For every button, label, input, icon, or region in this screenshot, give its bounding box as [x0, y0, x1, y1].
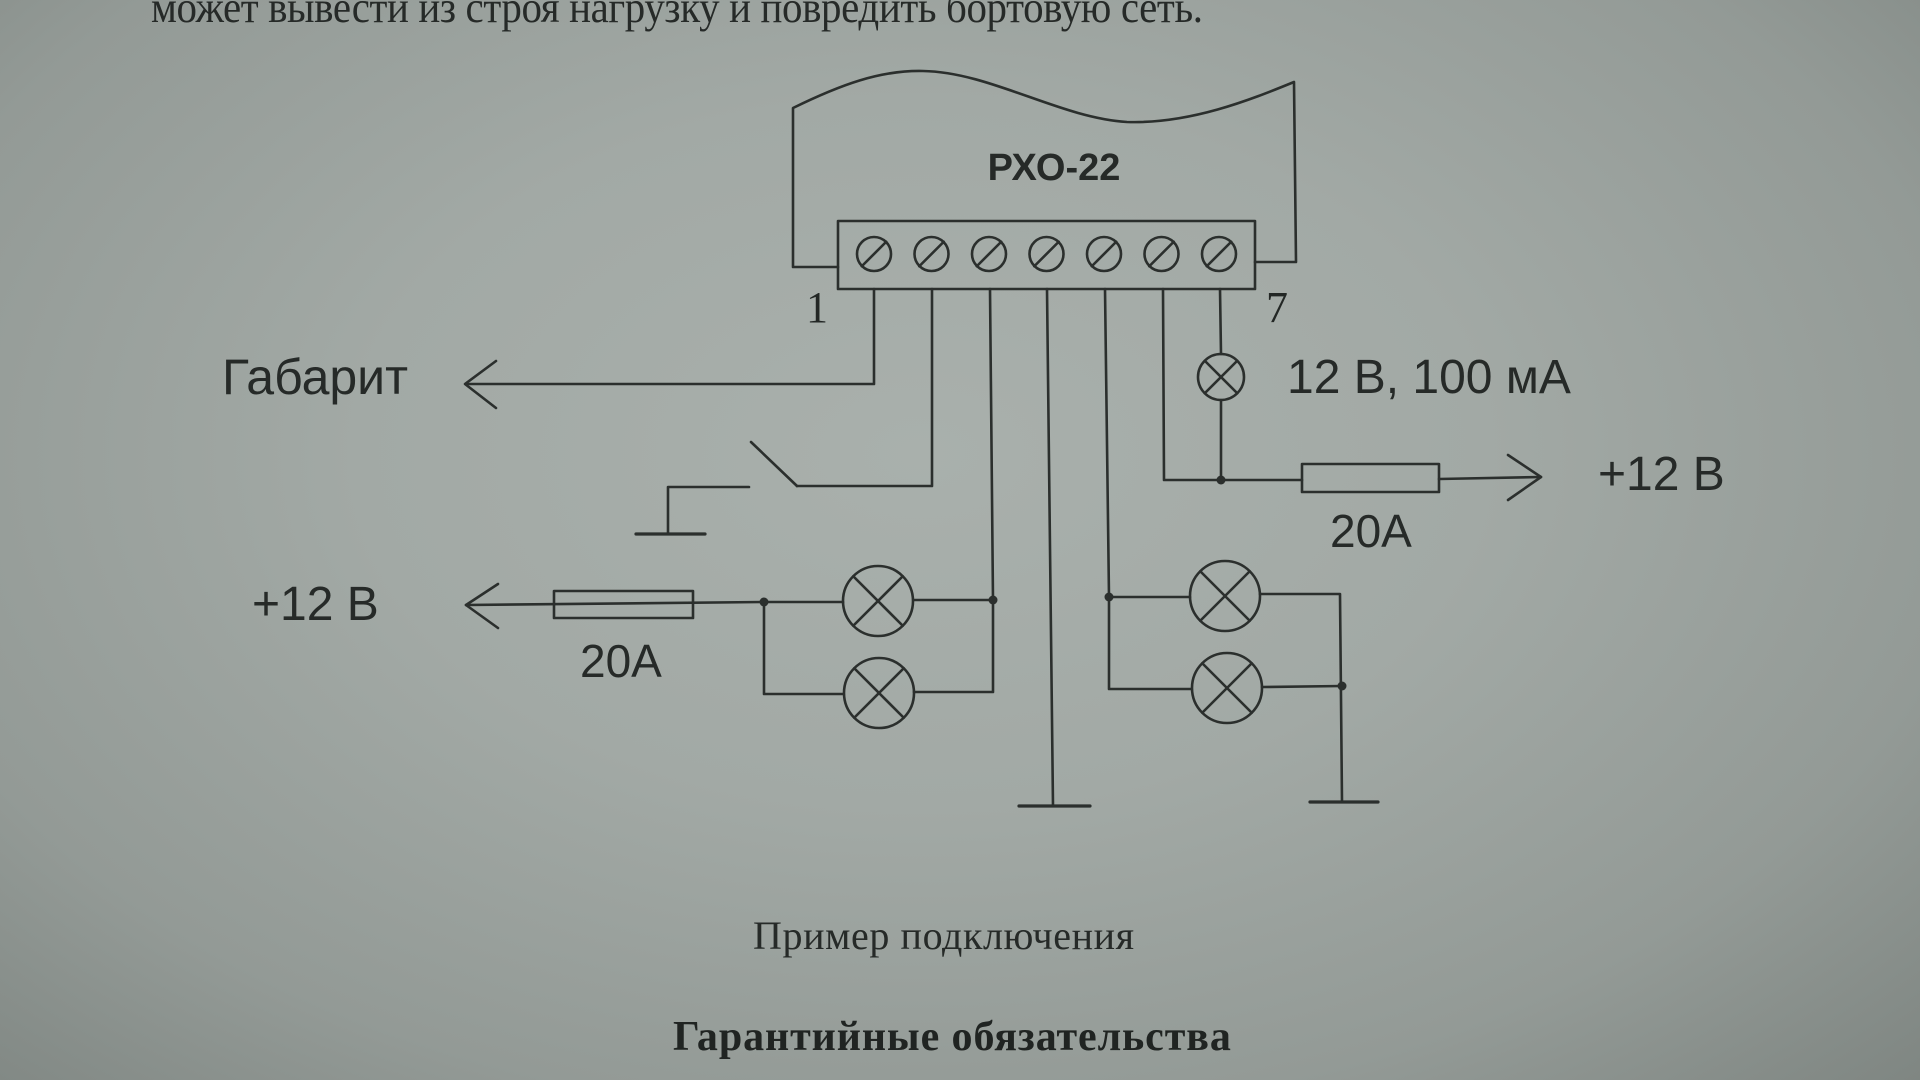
figure-caption: Пример подключения	[753, 913, 1135, 958]
screw-slot	[1090, 240, 1118, 268]
switch-blade	[749, 440, 799, 488]
label-indicator-lamp: 12 В, 100 мА	[1287, 351, 1571, 404]
wire-fuse-right	[1437, 475, 1543, 481]
wire-fuse-left	[464, 600, 766, 607]
arrow-supply-left	[464, 582, 500, 630]
label-fuse-left: 20A	[580, 635, 662, 687]
junction-dot	[988, 595, 998, 605]
junction-dot	[1216, 475, 1226, 485]
screw-terminal-icon	[970, 235, 1008, 273]
screw-slot	[1205, 240, 1233, 268]
lamp-cross	[1198, 569, 1252, 623]
screw-terminal-icon	[1085, 235, 1123, 273]
lamp-icon	[841, 564, 915, 638]
wire-terminal-2	[795, 287, 934, 488]
wire-lamp-2-left	[762, 600, 845, 696]
screw-terminal-icon	[1028, 235, 1065, 273]
junction-dot	[1337, 681, 1347, 691]
screw-head	[1085, 235, 1123, 273]
label-supply-right: +12 В	[1598, 448, 1725, 501]
screw-head	[855, 235, 893, 273]
arrow-supply-right	[1506, 453, 1543, 502]
section-heading: Гарантийные обязательства	[673, 1014, 1232, 1060]
lamp-bulb	[1190, 651, 1264, 725]
junction-dot	[1104, 592, 1114, 602]
fuse-right	[1300, 462, 1441, 494]
lamp-cross	[851, 574, 905, 628]
screw-head	[1143, 235, 1180, 273]
device-housing	[791, 69, 1298, 269]
terminal-screws	[855, 235, 1238, 273]
lamp-bulb	[841, 564, 915, 638]
arrow-marker-lights	[463, 359, 498, 410]
wire-terminal-7-top	[1218, 287, 1223, 356]
wire-lamp-4-right	[1260, 684, 1344, 689]
screw-slot	[860, 240, 888, 268]
screw-terminal-icon	[1200, 235, 1238, 273]
wire-terminal-5	[1103, 287, 1193, 691]
switch-contact	[666, 485, 751, 536]
screw-slot	[1032, 240, 1061, 268]
lamp-bulb	[1188, 559, 1262, 633]
lamp-bulb	[842, 656, 916, 730]
terminal-label-first: 1	[806, 283, 828, 332]
screw-terminal-icon	[1143, 235, 1180, 273]
fuse-left	[552, 589, 695, 620]
screw-head	[913, 235, 950, 273]
wire-terminal-1	[464, 287, 876, 386]
lamp-cross	[1200, 661, 1254, 715]
label-fuse-right: 20A	[1330, 505, 1412, 557]
screw-slot	[917, 240, 946, 268]
screw-slot	[975, 240, 1003, 268]
lamp-icon	[842, 656, 916, 730]
indicator-lamp-icon	[1196, 352, 1246, 402]
wire-terminal-3	[912, 287, 995, 694]
screw-head	[1200, 235, 1238, 273]
lamp-icon	[1190, 651, 1264, 725]
screw-head	[970, 235, 1008, 273]
device-name: РХО-22	[988, 147, 1121, 189]
label-supply-left: +12 В	[252, 578, 379, 631]
lamp-icon	[1188, 559, 1262, 633]
intro-text-fragment: может вывести из строя нагрузку и повред…	[151, 0, 1203, 32]
lamp-cross	[852, 666, 906, 720]
screw-terminal-icon	[913, 235, 950, 273]
screw-terminal-icon	[855, 235, 893, 273]
wire-terminal-6	[1161, 287, 1304, 482]
wire-terminal-4	[1045, 287, 1055, 808]
label-marker-lights: Габарит	[222, 349, 408, 405]
screw-slot	[1147, 240, 1176, 268]
terminal-label-last: 7	[1266, 283, 1288, 332]
lamp-bulb	[1196, 352, 1246, 402]
screw-head	[1028, 235, 1065, 273]
wire-lamp-3-right	[1258, 592, 1344, 804]
lamp-cross	[1203, 359, 1239, 395]
